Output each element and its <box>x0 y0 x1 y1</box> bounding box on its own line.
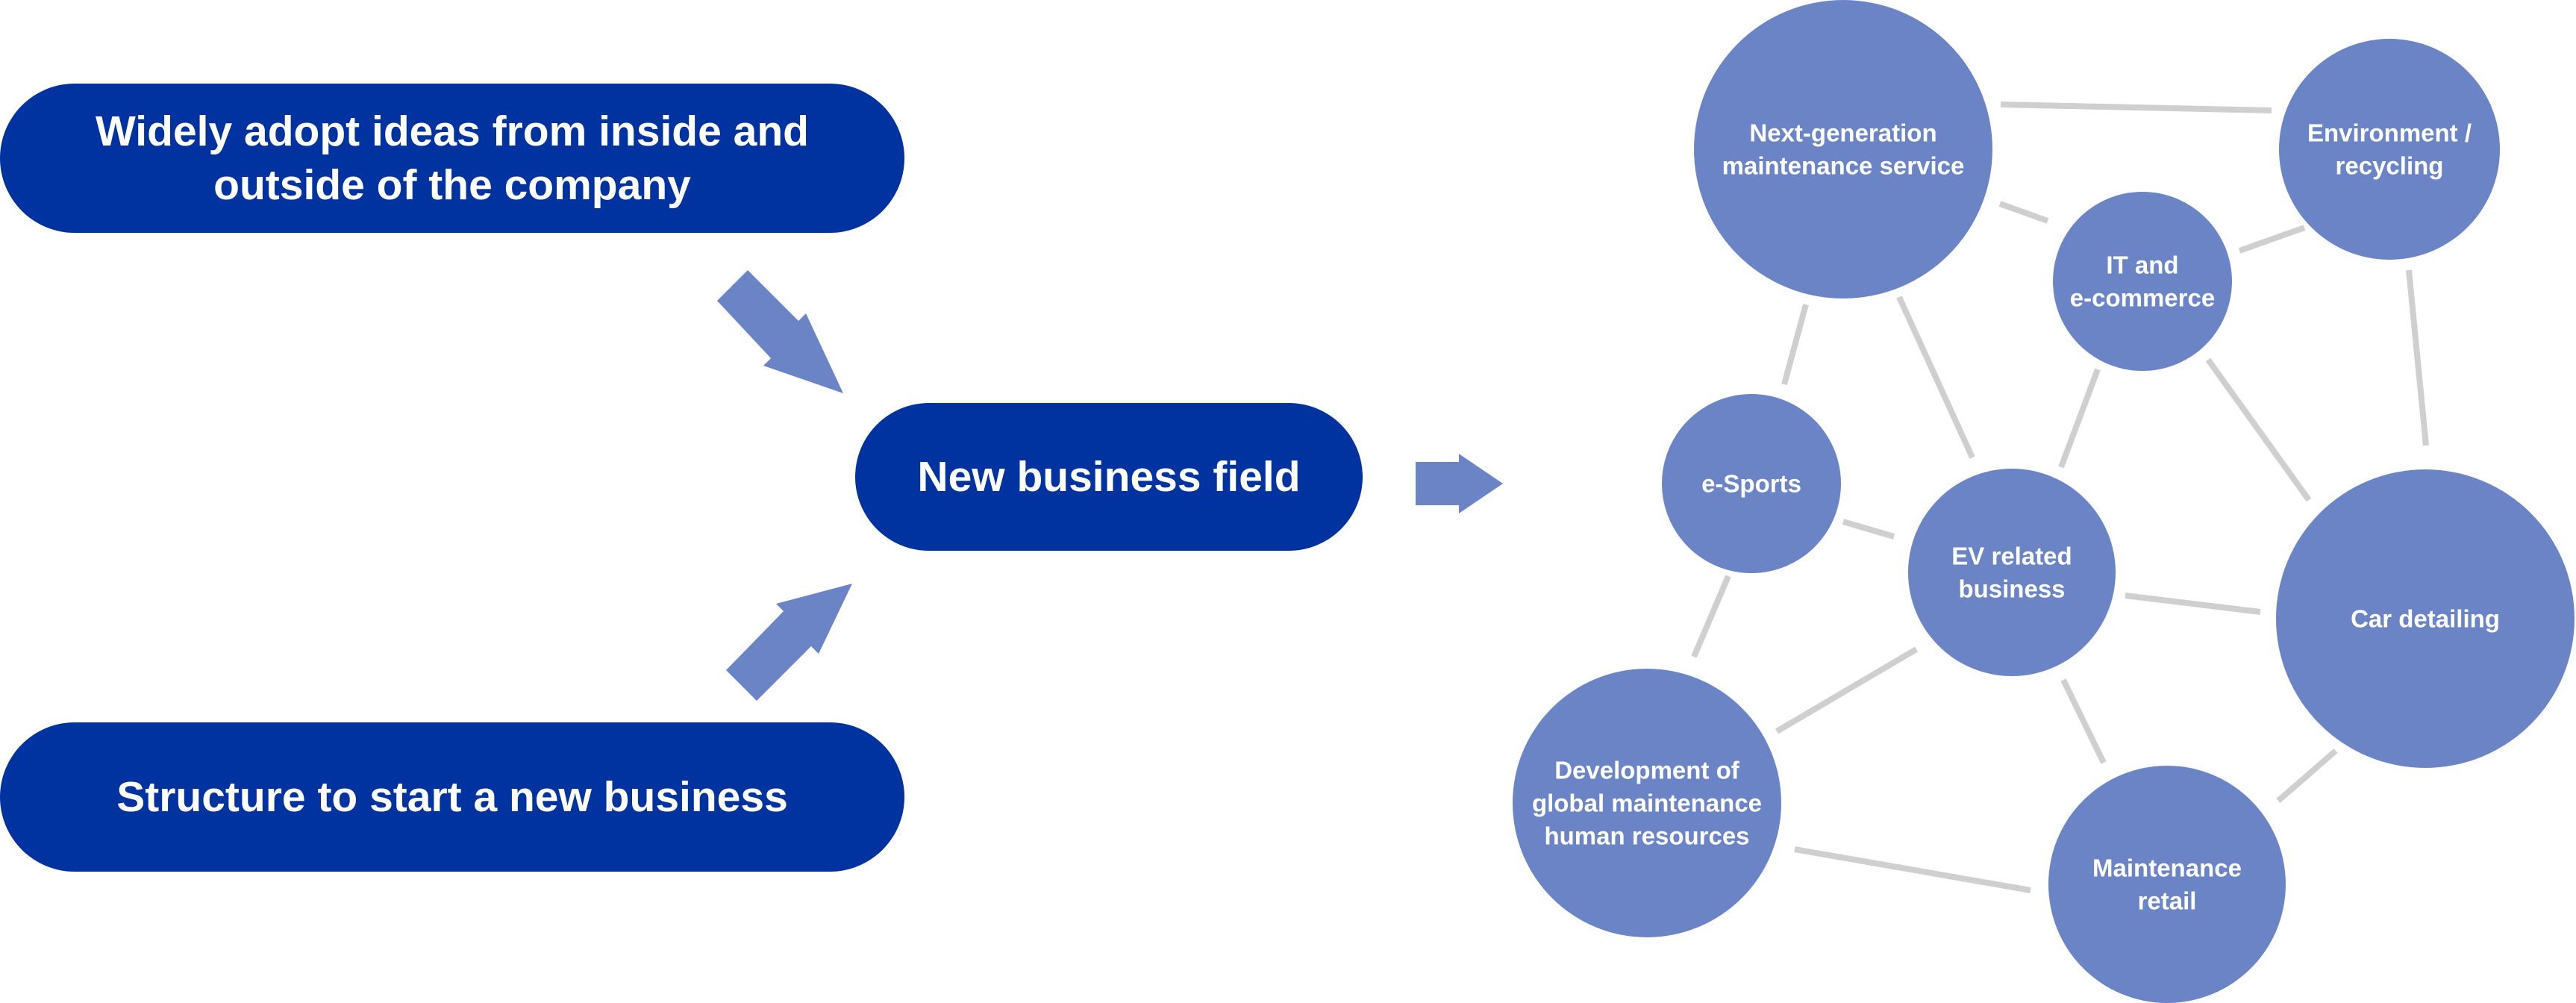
bubble-label: recycling <box>2336 152 2444 180</box>
bubble-esports: e-Sports <box>1662 394 1841 573</box>
arrow-up-right-icon <box>726 584 852 701</box>
connector-line <box>2125 593 2261 615</box>
bubble-label: Environment / <box>2307 119 2472 147</box>
bubble-label: EV related <box>1951 543 2072 570</box>
bubble-circle <box>2279 39 2500 260</box>
connector-line <box>1998 201 2049 224</box>
bubble-label: maintenance service <box>1722 152 1965 180</box>
bubble-label: e-Sports <box>1701 470 1801 498</box>
pill-structure-label: Structure to start a new business <box>116 773 788 821</box>
connector-line <box>2000 101 2272 113</box>
pill-field-label: New business field <box>917 453 1301 501</box>
connector-line <box>2205 357 2312 502</box>
bubble-label: Car detailing <box>2351 605 2500 633</box>
bubble-label: IT and <box>2106 251 2178 279</box>
bubble-circle <box>1662 394 1841 573</box>
bubble-label: Next-generation <box>1749 119 1936 147</box>
bubble-label: Maintenance <box>2092 854 2242 882</box>
bubble-circle <box>2276 469 2575 768</box>
connector-line <box>1794 846 2031 893</box>
connector-lines <box>1691 101 2429 893</box>
connector-line <box>1775 646 1919 734</box>
pill-ideas-line-1: Widely adopt ideas from inside and <box>96 107 809 155</box>
bubble-circle <box>2053 192 2232 371</box>
arrow-right-icon <box>1416 454 1503 513</box>
bubble-label: Development of <box>1554 757 1740 784</box>
bubble-label: retail <box>2138 887 2197 915</box>
bubble-circle <box>2048 766 2286 1003</box>
bubble-it-ecommerce: IT and e-commerce <box>2053 192 2232 371</box>
connector-line <box>1842 519 1895 540</box>
bubble-label: business <box>1958 575 2065 603</box>
connector-line <box>2058 368 2101 469</box>
bubble-environment: Environment / recycling <box>2279 39 2500 260</box>
connector-line <box>1781 303 1809 386</box>
arrow-down-right-icon <box>717 270 843 393</box>
pill-widely-adopt-ideas: Widely adopt ideas from inside and outsi… <box>0 84 904 233</box>
bubble-global-hr: Development of global maintenance human re… <box>1513 669 1781 937</box>
bubble-car-detailing: Car detailing <box>2276 469 2575 768</box>
bubble-label: human resources <box>1544 822 1749 850</box>
bubble-maintenance-retail: Maintenance retail <box>2048 766 2286 1003</box>
connector-line <box>1896 296 1975 459</box>
bubble-next-gen: Next-generation maintenance service <box>1694 0 1992 299</box>
bubble-label: e-commerce <box>2070 284 2215 312</box>
connector-line <box>2406 269 2429 446</box>
bubble-circle <box>1513 669 1781 937</box>
connector-line <box>2060 678 2107 764</box>
pill-structure-new-business: Structure to start a new business <box>0 722 904 872</box>
connector-line <box>2276 748 2338 804</box>
bubbles-group: Next-generation maintenance service Enviro… <box>1513 0 2575 1003</box>
bubble-label: global maintenance <box>1532 790 1762 817</box>
bubble-circle <box>1908 469 2116 676</box>
connector-line <box>1691 575 1731 658</box>
connector-line <box>2238 225 2306 254</box>
pill-ideas-line-2: outside of the company <box>213 161 691 209</box>
bubble-ev-related: EV related business <box>1908 469 2116 676</box>
pill-new-business-field: New business field <box>855 403 1363 551</box>
bubble-circle <box>1694 0 1992 299</box>
